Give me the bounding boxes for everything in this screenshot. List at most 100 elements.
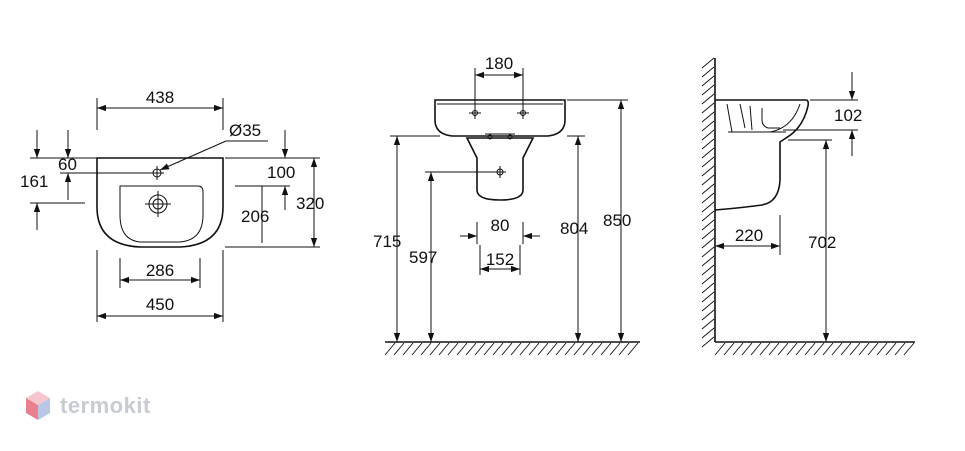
hatch-line [786,342,798,356]
hatch-line [831,342,843,356]
cube-logo-icon [26,391,50,420]
hatch-line [546,342,558,356]
hatch-line [465,342,477,356]
hatch-line [600,342,612,356]
hatch-line [701,111,715,123]
hatch-line [483,342,495,356]
dim-102: 102 [834,106,862,125]
hatch-line [701,156,715,168]
hatch-line [701,129,715,141]
pedestal-view: 180 80 152 715 597 804 850 [373,54,640,356]
hatch-line [701,273,715,285]
hatch-line [858,342,870,356]
hatch-line [701,255,715,267]
hatch-line [795,342,807,356]
hatch-line [701,318,715,330]
hatch-line [867,342,879,356]
hatch-line [741,342,753,356]
floor-hatch [384,342,639,356]
half-pedestal [465,137,535,201]
hatch-line [701,66,715,78]
hatch-line [732,342,744,356]
hatch-line [501,342,513,356]
hatch-line [537,342,549,356]
hatch-line [609,342,621,356]
hatch-line [849,342,861,356]
dim-438: 438 [146,88,174,107]
hatch-line [768,342,780,356]
pedestal-basin [434,99,566,137]
hatch-line [885,342,897,356]
hatch-line [492,342,504,356]
hatch-line [701,336,715,348]
basin-outline [96,157,224,248]
side-basin [714,99,810,211]
hatch-line [701,84,715,96]
hatch-line [903,342,915,356]
hatch-line [573,342,585,356]
hatch-line [701,291,715,303]
dim-220: 220 [735,226,763,245]
hatch-line [402,342,414,356]
brand-logo: termokit [24,388,151,424]
hatch-line [510,342,522,356]
hatch-line [447,342,459,356]
brand-name: termokit [60,393,151,418]
dim-597: 597 [409,248,437,267]
dim-152: 152 [486,250,514,269]
hatch-line [701,282,715,294]
hatch-line [822,342,834,356]
dim-60: 60 [58,155,77,174]
hatch-line [701,102,715,114]
side-floor-hatch [714,342,915,356]
dim-804: 804 [560,219,588,238]
dim-450: 450 [146,295,174,314]
hatch-line [701,165,715,177]
hatch-line [701,147,715,159]
hatch-line [714,342,726,356]
hatch-line [474,342,486,356]
hatch-line [813,342,825,356]
side-bowl [726,103,801,133]
hatch-line [759,342,771,356]
hatch-line [528,342,540,356]
hatch-line [894,342,906,356]
hatch-line [555,342,567,356]
dim-206: 206 [241,207,269,226]
hatch-line [701,201,715,213]
hatch-line [701,120,715,132]
dim-320: 320 [296,194,324,213]
dim-80: 80 [491,216,510,235]
hatch-line [627,342,639,356]
hatch-line [582,342,594,356]
hatch-line [876,342,888,356]
hatch-line [701,327,715,339]
dim-286: 286 [146,261,174,280]
hatch-line [618,342,630,356]
tap-hole-left [469,107,481,119]
dim-702: 702 [808,233,836,252]
hatch-line [701,219,715,231]
hatch-line [701,138,715,150]
hatch-line [456,342,468,356]
front-view: 438 Ø35 161 60 100 206 320 286 450 [20,88,324,322]
dim-100: 100 [267,163,295,182]
hatch-line [420,342,432,356]
hatch-line [701,183,715,195]
hatch-line [701,309,715,321]
tap-hole-right [517,107,529,119]
hatch-line [750,342,762,356]
inner-bowl [119,185,204,243]
hatch-line [723,342,735,356]
hatch-line [438,342,450,356]
hatch-line [701,300,715,312]
hatch-line [564,342,576,356]
hatch-line [701,192,715,204]
hatch-line [429,342,441,356]
hatch-line [840,342,852,356]
hatch-line [701,174,715,186]
hatch-line [777,342,789,356]
hatch-line [701,57,715,69]
dim-161: 161 [20,172,48,191]
hatch-line [701,93,715,105]
